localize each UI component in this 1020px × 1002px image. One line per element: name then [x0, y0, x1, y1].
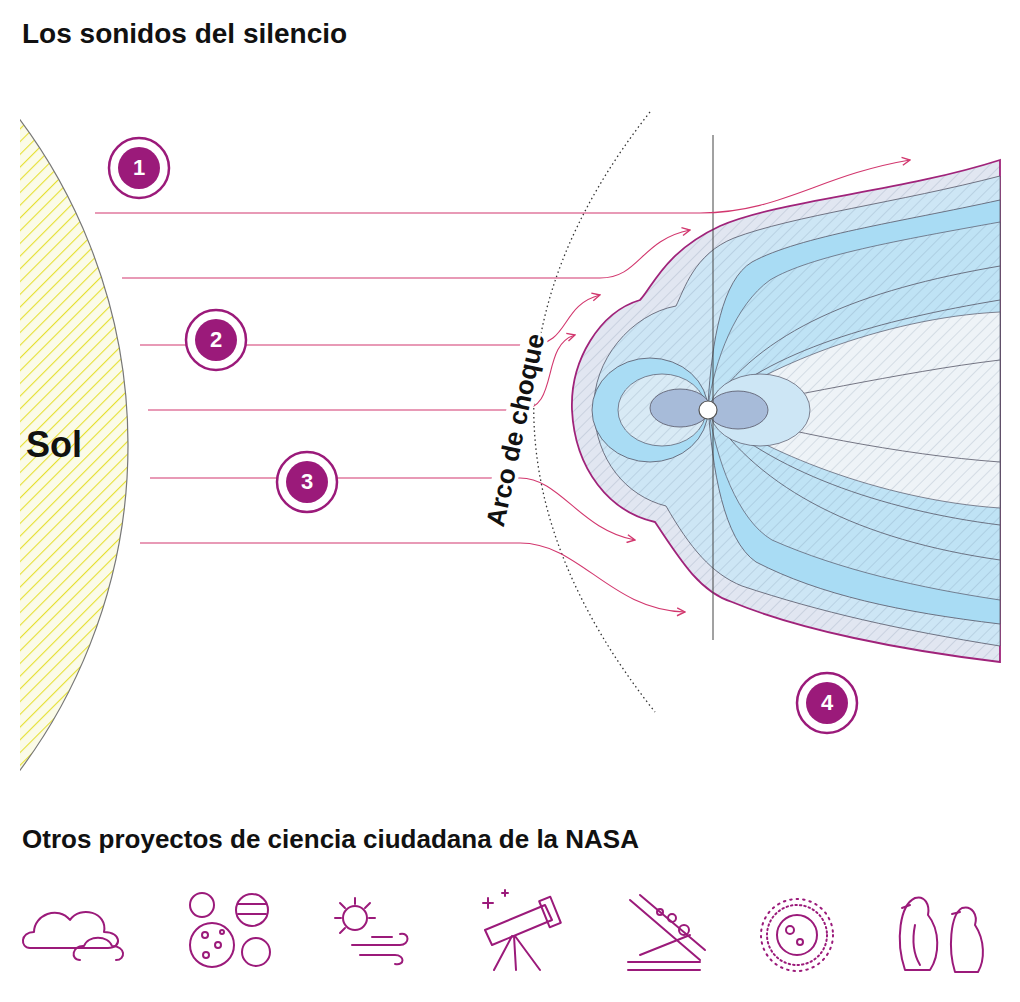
drawing-part — [572, 160, 1000, 662]
sun-shape: Sol — [0, 110, 140, 780]
cloud-icon — [23, 912, 123, 960]
drawing-part — [708, 312, 1000, 508]
drawing-part — [95, 160, 910, 213]
drawing-part — [238, 903, 266, 905]
drawing-part — [679, 925, 689, 935]
star-icon — [761, 899, 833, 971]
drawing-part — [951, 907, 983, 972]
bow-shock-label: Arco de choque — [481, 328, 549, 531]
callout-text: 1 — [133, 157, 145, 179]
drawing-part — [594, 176, 1000, 646]
title: Los sonidos del silencio — [22, 18, 347, 50]
drawing-part — [122, 230, 690, 278]
callout-number: 3 — [275, 450, 339, 514]
landslide-icon — [628, 895, 705, 970]
drawing-part — [902, 905, 960, 965]
drawing-part — [190, 893, 214, 917]
drawing-part — [657, 909, 663, 915]
drawing-part — [242, 938, 270, 966]
drawing-part — [708, 266, 1000, 560]
callout-dot — [286, 461, 328, 503]
callout-text: 4 — [821, 692, 833, 714]
drawing-part — [485, 905, 552, 945]
drawing-part — [777, 915, 817, 955]
drawing-part — [708, 312, 1000, 508]
callout-ring — [277, 452, 337, 512]
drawing-part — [767, 905, 827, 965]
telescope-icon — [483, 890, 561, 970]
drawing-part — [708, 200, 1000, 624]
earth — [699, 401, 717, 419]
drawing-part — [494, 936, 540, 970]
drawing-part — [900, 897, 937, 970]
callout-text: 3 — [301, 471, 313, 493]
drawing-part — [23, 912, 118, 948]
callout-ring — [109, 138, 169, 198]
drawing-part — [708, 222, 1000, 600]
drawing-part — [335, 898, 375, 933]
drawing-part — [628, 895, 705, 970]
drawing-part — [343, 906, 367, 930]
callout-text: 2 — [210, 329, 222, 351]
sun-disc — [20, 110, 128, 780]
drawing-part — [220, 930, 224, 934]
drawing-part — [238, 913, 266, 915]
section-heading: Otros proyectos de ciencia ciudadana de … — [22, 826, 639, 852]
planets-icon — [190, 893, 270, 967]
drawing-part — [202, 932, 208, 938]
callout-number: 1 — [107, 136, 171, 200]
sun-label: Sol — [26, 427, 82, 463]
sun-wind-icon — [335, 898, 408, 964]
drawing-part — [236, 894, 268, 926]
callout-dot — [806, 682, 848, 724]
callout-number: 2 — [184, 308, 248, 372]
drawing-part — [761, 899, 833, 971]
drawing-part — [140, 543, 685, 612]
drawing-part — [190, 923, 234, 967]
callout-ring — [186, 310, 246, 370]
drawing-part — [572, 160, 1000, 662]
drawing-part — [215, 942, 221, 948]
penguins-icon — [900, 897, 983, 972]
magnetosphere — [572, 160, 1000, 662]
drawing-part — [74, 938, 123, 960]
callout-dot — [118, 147, 160, 189]
project-icons — [23, 890, 983, 972]
solar-wind — [95, 160, 910, 612]
drawing-part — [786, 926, 794, 934]
drawing-part — [352, 934, 408, 964]
drawing-part — [539, 897, 561, 927]
callout-dot — [195, 319, 237, 361]
drawing-part — [203, 952, 209, 958]
drawing-part — [668, 914, 676, 922]
callout-number: 4 — [795, 671, 859, 735]
callout-ring — [797, 673, 857, 733]
drawing-part — [150, 478, 635, 540]
drawing-part — [797, 939, 803, 945]
drawing-part — [483, 890, 508, 908]
axis — [713, 135, 714, 640]
drawing-part — [594, 176, 1000, 646]
drawing-part — [708, 222, 1000, 600]
